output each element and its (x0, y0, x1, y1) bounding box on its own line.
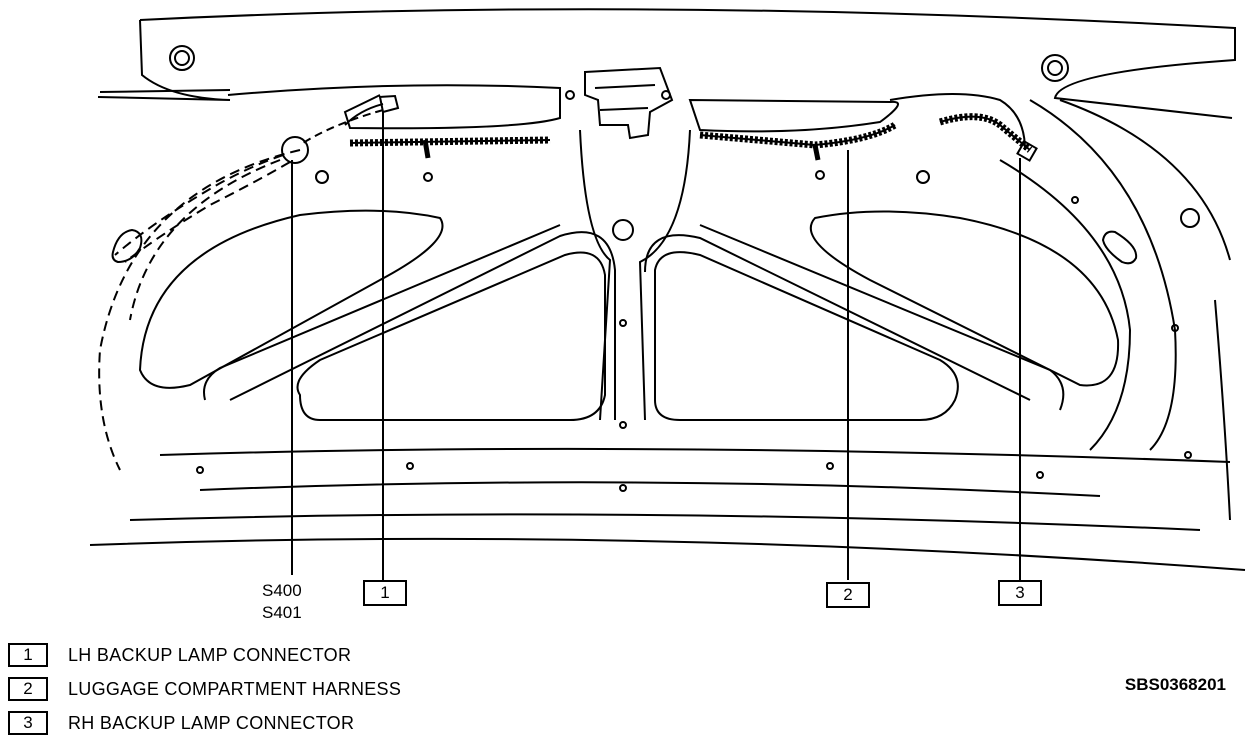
legend-item-rh-backup-lamp-connector: 3 RH BACKUP LAMP CONNECTOR (8, 709, 354, 737)
splice-label-s400: S400 (262, 581, 302, 600)
lid-left-edge (97, 19, 231, 101)
left-slot (111, 228, 143, 264)
left-triangle-opening (296, 251, 606, 421)
legend-label: RH BACKUP LAMP CONNECTOR (68, 712, 355, 733)
callout-3: 3 (998, 580, 1042, 606)
right-triangle-opening (654, 251, 959, 421)
callout-1: 1 (363, 580, 407, 606)
harness-right (699, 121, 897, 149)
rh-backup-lamp-connector-shape (1016, 140, 1038, 162)
harness-rh-branch (938, 113, 1033, 153)
legend-item-luggage-compartment-harness: 2 LUGGAGE COMPARTMENT HARNESS (8, 675, 401, 703)
legend-number: 2 (8, 677, 48, 701)
right-opening (809, 210, 1120, 387)
figure-code: SBS0368201 (1124, 675, 1226, 694)
right-slot (1101, 230, 1138, 265)
splice-s400-s401 (281, 136, 309, 164)
callout-2: 2 (826, 582, 870, 608)
splice-label-s401: S401 (262, 603, 302, 622)
center-bracket (584, 66, 674, 140)
legend-number: 3 (8, 711, 48, 735)
legend-item-lh-backup-lamp-connector: 1 LH BACKUP LAMP CONNECTOR (8, 641, 351, 669)
splice-label: S400 S401 (262, 580, 302, 624)
left-opening (138, 209, 444, 389)
lid-outline (139, 8, 1236, 119)
legend-number: 1 (8, 643, 48, 667)
legend-label: LUGGAGE COMPARTMENT HARNESS (68, 678, 402, 699)
legend-label: LH BACKUP LAMP CONNECTOR (68, 644, 352, 665)
right-hinge-hole (1041, 54, 1069, 82)
left-hinge-hole (169, 45, 195, 71)
